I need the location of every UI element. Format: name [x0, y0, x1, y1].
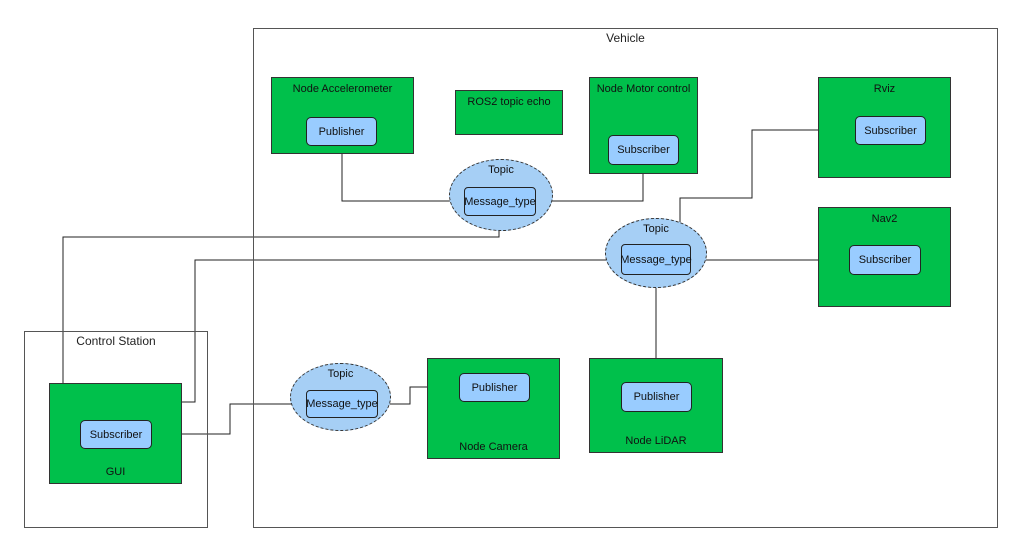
node-camera-label: Node Camera: [459, 441, 528, 453]
vehicle-container: Vehicle: [253, 28, 998, 528]
edge-topic-to-rviz: [679, 126, 856, 244]
nav2-subscriber[interactable]: Subscriber: [849, 245, 921, 275]
node-ros2-topic-echo[interactable]: ROS2 topic echo: [455, 90, 563, 135]
control-station-container: Control Station: [24, 331, 208, 528]
vehicle-title: Vehicle: [606, 31, 645, 45]
ros2-topic-echo-label: ROS2 topic echo: [467, 96, 551, 108]
lidar-publisher[interactable]: Publisher: [621, 382, 692, 412]
camera-publisher[interactable]: Publisher: [459, 373, 530, 402]
topic-top-label: Topic: [488, 164, 514, 176]
node-accelerometer-label: Node Accelerometer: [292, 83, 393, 95]
topic-camera-label: Topic: [327, 368, 354, 380]
topic-top-message-type[interactable]: Message_type: [464, 187, 536, 216]
motor-control-subscriber[interactable]: Subscriber: [608, 135, 679, 165]
rviz-subscriber[interactable]: Subscriber: [855, 116, 926, 145]
control-station-title: Control Station: [76, 334, 156, 348]
node-lidar-label: Node LiDAR: [625, 435, 687, 447]
gui-subscriber[interactable]: Subscriber: [80, 420, 152, 449]
topic-right-message-type[interactable]: Message_type: [620, 244, 692, 275]
accelerometer-publisher[interactable]: Publisher: [306, 117, 377, 146]
topic-right-label: Topic: [643, 223, 669, 235]
node-gui-label: GUI: [105, 466, 126, 478]
node-motor-control-label: Node Motor control: [596, 83, 691, 95]
edge-accelerometer-to-topic: [341, 146, 465, 205]
node-nav2-label: Nav2: [871, 213, 898, 225]
topic-camera-message-type[interactable]: Message_type: [306, 390, 378, 418]
node-rviz-label: Rviz: [873, 83, 896, 95]
edge-topic-to-gui-3: [151, 403, 306, 438]
edge-topic-to-motor-control: [536, 164, 647, 202]
